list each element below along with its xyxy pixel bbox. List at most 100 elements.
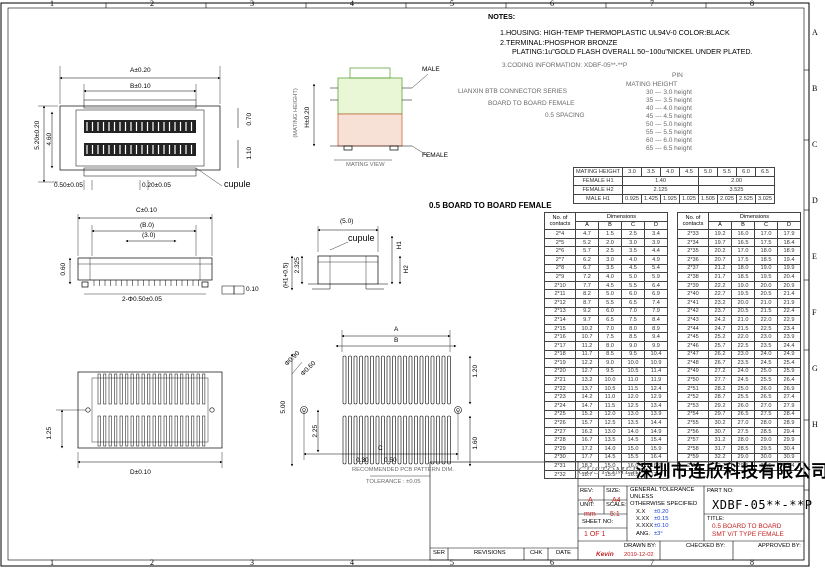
xxx-label: X.XX [636,516,650,522]
mating-table-cell: 2.125 [622,185,700,195]
table-cell: 2.5 [598,246,622,256]
table-cell: 19.0 [731,280,755,291]
table-cell: 28.5 [731,444,755,454]
table-cell: 2*58 [677,444,709,454]
table-cell: 5.4 [644,263,668,274]
table-cell: 21.5 [731,323,755,334]
table-cell: 30.9 [777,452,801,463]
table-cell: 29.2 [708,401,732,411]
table-cell: 2*43 [677,315,709,325]
table-cell: 20.5 [754,289,778,299]
table-cell: 7.5 [598,332,622,342]
table-cell: 2*55 [677,418,709,428]
table-cell: 14.5 [621,435,645,446]
table-cell: 3.4 [644,229,668,239]
table-cell: 20.7 [708,254,732,265]
table-cell: 3.5 [621,246,645,256]
dim-five: (5.0) [340,218,354,225]
dim-070: 0.70 [246,112,254,126]
table-cell: 15.2 [575,409,599,420]
table-cell: 9.0 [598,358,622,368]
height-item: 35 --- 3.5 height [646,97,692,104]
table-cell: 10.0 [621,358,645,368]
table-cell: 4.4 [644,246,668,256]
frame-number: 3 [250,0,254,8]
table-cell: 3.0 [621,237,645,248]
table-cell: 7.5 [621,315,645,325]
table-cell: 19.7 [708,237,732,248]
dim-h1-plus: (H1+0.5) [282,262,290,288]
table-cell: 2*49 [677,366,709,377]
table-cell: 2*41 [677,297,709,308]
date-label: DATE [556,550,572,556]
frame-number: 8 [750,558,754,567]
dim-three: (3.0) [142,232,156,239]
mating-table-cell: 3.025 [755,194,776,204]
table-cell: 14.7 [575,401,599,411]
table-cell: 10.0 [598,375,622,385]
table-cell: 28.7 [708,392,732,403]
mating-table-header-cell: 3.5 [641,167,662,177]
scale-label: SCALE: [606,502,627,508]
mating-table-cell: FEMALE H2 [572,185,624,195]
table-cell: 13.4 [644,401,668,411]
table-cell: 4.0 [598,272,622,282]
table-cell: 2*32 [544,469,576,480]
table-cell: 21.4 [777,289,801,299]
table-cell: 2*28 [544,435,576,446]
frame-letter: E [812,252,817,261]
rev-value: A [588,497,593,504]
table-cell: 7.2 [575,272,599,282]
table-cell: 7.0 [598,323,622,334]
dim-010: 0.10 [246,286,259,293]
table-cell: 17.0 [731,246,755,256]
table-cell: 2*16 [544,332,576,342]
gen-tol-label: GENERAL TOLERANCE [630,487,695,493]
table-cell: 16.5 [731,237,755,248]
table-cell: 6.9 [644,289,668,299]
table-cell: 23.2 [708,297,732,308]
dims-col-header: A [575,220,599,231]
table-cell: 12.5 [621,401,645,411]
table-cell: 20.0 [754,280,778,291]
table-cell: 2*22 [544,383,576,394]
table-cell: 14.4 [644,418,668,428]
table-cell: 29.5 [754,444,778,454]
table-cell: 27.7 [708,375,732,385]
table-cell: 22.0 [731,332,755,342]
table-cell: 21.5 [754,306,778,317]
coding-pin: PIN [672,72,683,79]
mating-table-cell: 1.025 [679,194,700,204]
table-cell: 3.5 [598,263,622,274]
table-cell: 21.7 [708,272,732,282]
coding-spacing: 0.5 SPACING [545,112,585,119]
height-item: 45 --- 4.5 height [646,113,692,120]
table-cell: 14.5 [598,452,622,463]
coding-title: 3.CODING INFORMATION: XDBF-05**-**P [502,62,628,69]
table-cell: 15.5 [621,452,645,463]
title-line1: 0.5 BOARD TO BOARD [712,523,782,530]
table-cell: 19.2 [708,229,732,239]
dims-header-contacts: No. of contacts [677,211,709,231]
table-cell: 2*27 [544,426,576,437]
table-cell: 26.4 [777,375,801,385]
table-cell: 2*37 [677,263,709,274]
table-cell: 18.0 [754,246,778,256]
table-cell: 13.0 [621,409,645,420]
top-view [38,66,239,190]
table-cell: 9.9 [644,340,668,351]
table-cell: 20.9 [777,280,801,291]
